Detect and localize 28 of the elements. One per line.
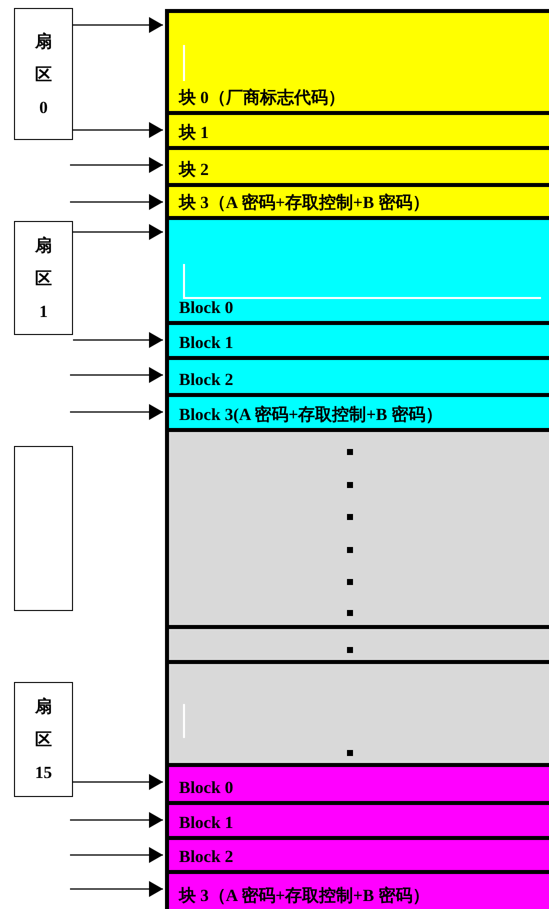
block-label: 块 3（A 密码+存取控制+B 密码） bbox=[179, 192, 430, 214]
arrow bbox=[70, 367, 163, 383]
sector-box: 扇区15 bbox=[14, 682, 73, 797]
sector-box: 扇区1 bbox=[14, 221, 73, 335]
block-label: Block 1 bbox=[179, 332, 234, 354]
arrow bbox=[70, 404, 163, 420]
empty-box bbox=[14, 446, 73, 611]
arrow bbox=[70, 881, 163, 897]
block-label: Block 1 bbox=[179, 812, 234, 834]
arrow bbox=[73, 122, 163, 138]
block-label: 块 3（A 密码+存取控制+B 密码） bbox=[179, 885, 430, 907]
block-label: Block 0 bbox=[179, 297, 234, 319]
block-label: 块 0（厂商标志代码） bbox=[179, 87, 345, 109]
arrow bbox=[70, 157, 163, 173]
block-label: Block 3(A 密码+存取控制+B 密码） bbox=[179, 404, 443, 426]
arrow bbox=[73, 332, 163, 348]
arrow bbox=[70, 194, 163, 210]
block-label: Block 0 bbox=[179, 777, 234, 799]
arrow bbox=[73, 774, 163, 790]
sector-box: 扇区0 bbox=[14, 8, 73, 140]
block-label: 块 2 bbox=[179, 159, 209, 181]
block-label: Block 2 bbox=[179, 369, 234, 391]
arrow bbox=[70, 812, 163, 828]
arrow bbox=[73, 224, 163, 240]
arrow bbox=[73, 17, 163, 33]
block-label: 块 1 bbox=[179, 122, 209, 144]
arrow bbox=[70, 847, 163, 863]
block-label: Block 2 bbox=[179, 846, 234, 868]
